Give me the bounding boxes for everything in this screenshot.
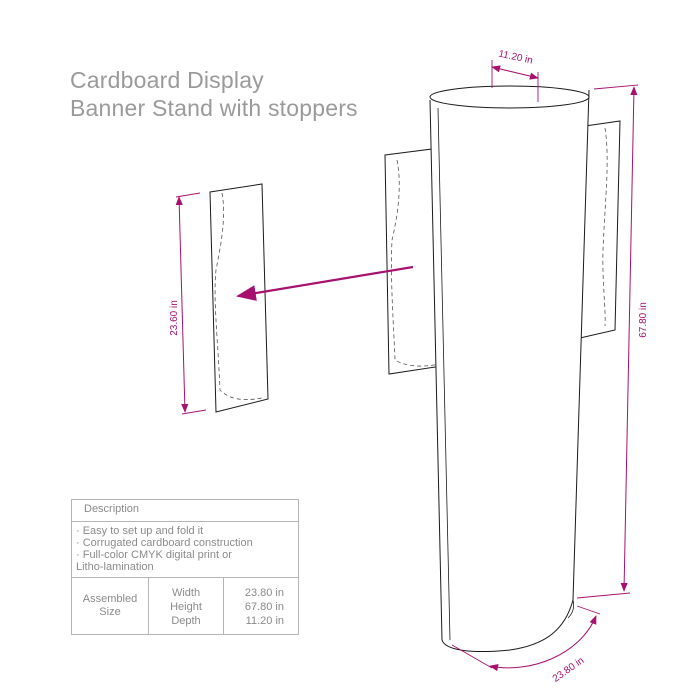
title-line-2: Banner Stand with stoppers (70, 95, 358, 121)
title-line-1: Cardboard Display (70, 67, 264, 93)
spec-table-header: Description (71, 499, 299, 522)
assembled-size-row: Assembled Size Width Height Depth 23.80 … (71, 577, 299, 635)
feature-item: · Easy to set up and fold it (76, 525, 204, 537)
depth-label: 11.20 in (497, 49, 533, 67)
column-top-opening (429, 85, 590, 109)
size-key-depth: Depth (171, 615, 201, 627)
assembled-size-label-line2: Size (99, 606, 121, 618)
feature-item: Litho-lamination (76, 561, 154, 573)
width-label: 23.80 in (551, 655, 586, 684)
panel-height-dimension: 23.60 in (169, 192, 207, 415)
assembled-size-label: Assembled Size (71, 577, 149, 635)
height-label: 67.80 in (638, 302, 649, 338)
size-value-width: 23.80 in (244, 587, 284, 599)
spec-table: Description · Easy to set up and fold it… (71, 499, 299, 635)
size-key-height: Height (170, 601, 202, 613)
removal-arrow (236, 265, 414, 301)
feature-item: · Full-color CMYK digital print or (76, 549, 232, 561)
size-value-height: 67.80 in (244, 601, 284, 613)
size-key-width: Width (171, 587, 201, 599)
size-values: 23.80 in 67.80 in 11.20 in (223, 577, 299, 635)
panel-height-label: 23.60 in (169, 300, 180, 336)
detached-panel (209, 183, 269, 413)
size-keys: Width Height Depth (148, 577, 224, 635)
diagram-title: Cardboard Display Banner Stand with stop… (70, 66, 358, 122)
feature-item: · Corrugated cardboard construction (76, 537, 253, 549)
assembled-size-label-line1: Assembled (82, 593, 138, 605)
feature-list: · Easy to set up and fold it · Corrugate… (71, 521, 299, 578)
size-value-depth: 11.20 in (245, 615, 284, 627)
banner-column (429, 85, 590, 653)
height-dimension: 67.80 in (576, 84, 649, 599)
